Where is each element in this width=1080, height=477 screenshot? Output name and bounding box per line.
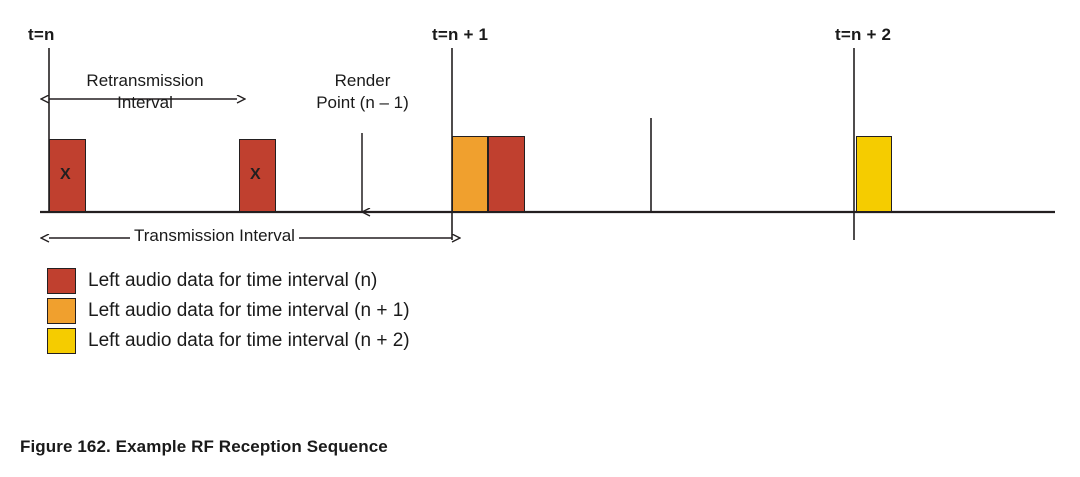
bar-left-audio-n-retransmitted	[239, 139, 276, 212]
retransmission-interval-line1: Retransmission	[86, 71, 204, 90]
timeline-diagram: t=n t=n + 1 t=n + 2 X X Retransmission I…	[28, 25, 1055, 400]
bar-left-audio-n-third	[488, 136, 525, 212]
legend-label-n-plus-1: Left audio data for time interval (n + 1…	[88, 300, 410, 321]
bar-mark-x-first: X	[60, 166, 71, 183]
bar-left-audio-n-plus-2	[856, 136, 892, 212]
legend: Left audio data for time interval (n) Le…	[0, 266, 620, 356]
legend-swatch-orange	[47, 298, 76, 324]
tick-label-t-n: t=n	[28, 25, 55, 44]
render-point-line1: Render	[334, 71, 391, 90]
retransmission-interval-label: Retransmission Interval	[65, 70, 225, 114]
timeline-svg	[40, 48, 1055, 400]
transmission-interval-label: Transmission Interval	[130, 226, 299, 246]
bar-left-audio-n-plus-1	[452, 136, 488, 212]
legend-item: Left audio data for time interval (n + 1…	[0, 296, 620, 326]
render-point-line2: Point (n – 1)	[316, 93, 409, 112]
tick-label-t-n-plus-2: t=n + 2	[835, 25, 892, 44]
bar-mark-x-second: X	[250, 166, 261, 183]
legend-swatch-yellow	[47, 328, 76, 354]
bar-left-audio-n-first	[49, 139, 86, 212]
legend-label-n-plus-2: Left audio data for time interval (n + 2…	[88, 330, 410, 351]
figure-caption: Figure 162. Example RF Reception Sequenc…	[20, 437, 388, 456]
retransmission-interval-line2: Interval	[117, 93, 173, 112]
render-point-label: Render Point (n – 1)	[295, 70, 430, 114]
legend-swatch-red	[47, 268, 76, 294]
legend-item: Left audio data for time interval (n + 2…	[0, 326, 620, 356]
tick-label-t-n-plus-1: t=n + 1	[432, 25, 489, 44]
legend-item: Left audio data for time interval (n)	[0, 266, 620, 296]
legend-label-n: Left audio data for time interval (n)	[88, 270, 378, 291]
